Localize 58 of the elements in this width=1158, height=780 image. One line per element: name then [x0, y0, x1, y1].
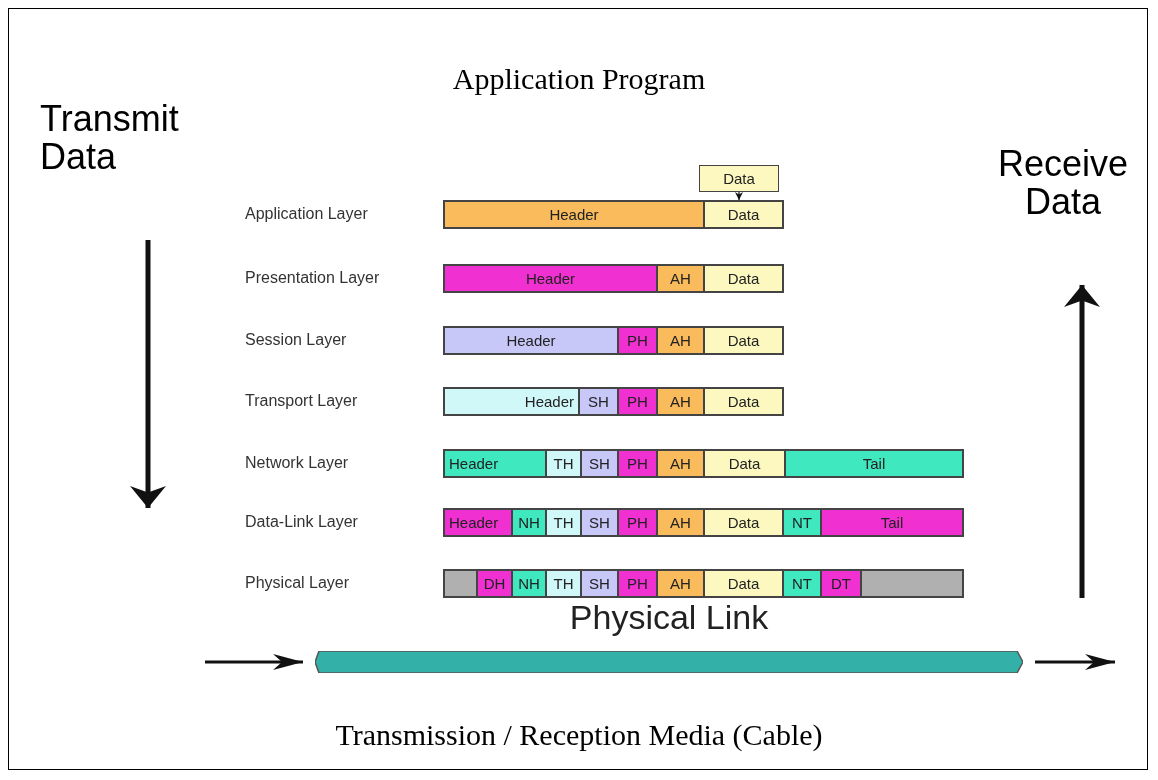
arrow: [205, 654, 303, 670]
packet-field: DH: [476, 569, 513, 598]
arrow: [735, 191, 743, 201]
packet-field: Data: [703, 264, 784, 293]
cable-drawing: [315, 651, 1023, 673]
packet-field: AH: [656, 449, 705, 478]
packet-field: AH: [656, 387, 705, 416]
packet-field: Tail: [820, 508, 964, 537]
direction-label: Receive Data: [996, 145, 1130, 221]
packet-field: SH: [580, 508, 619, 537]
link-label: Physical Link: [569, 598, 769, 637]
layer-label: Physical Layer: [245, 574, 350, 592]
packet-field: Data: [703, 449, 786, 478]
title: Application Program: [452, 62, 706, 96]
packet-field: Header: [443, 508, 513, 537]
packet-field: NH: [511, 569, 547, 598]
packet-field: Data: [703, 569, 784, 598]
layer-label: Network Layer: [245, 454, 349, 472]
packet-field: Data: [699, 165, 779, 192]
packet-field: Data: [703, 326, 784, 355]
packet-field: TH: [545, 508, 582, 537]
layer-label: Application Layer: [245, 205, 368, 223]
packet-field: Header: [443, 449, 547, 478]
packet-field: SH: [580, 449, 619, 478]
packet-field: Header: [443, 326, 619, 355]
packet-field: PH: [617, 387, 658, 416]
padding-field: [860, 569, 964, 598]
packet-field: PH: [617, 326, 658, 355]
packet-field: AH: [656, 569, 705, 598]
packet-field: DT: [820, 569, 862, 598]
packet-field: Header: [443, 200, 705, 229]
layer-label: Session Layer: [245, 331, 347, 349]
layer-label: Data-Link Layer: [245, 513, 358, 531]
arrow: [1035, 654, 1115, 670]
layer-label: Transport Layer: [245, 392, 358, 410]
packet-field: Data: [703, 508, 784, 537]
packet-field: PH: [617, 449, 658, 478]
packet-field: PH: [617, 569, 658, 598]
packet-field: Data: [703, 387, 784, 416]
packet-field: AH: [656, 264, 705, 293]
packet-field: NT: [782, 508, 822, 537]
packet-field: Tail: [784, 449, 964, 478]
layer-label: Presentation Layer: [245, 269, 380, 287]
packet-field: TH: [545, 569, 582, 598]
padding-field: [443, 569, 478, 598]
packet-field: AH: [656, 326, 705, 355]
direction-label: Transmit Data: [40, 100, 180, 176]
packet-field: NT: [782, 569, 822, 598]
packet-field: PH: [617, 508, 658, 537]
packet-field: SH: [578, 387, 619, 416]
packet-field: Data: [703, 200, 784, 229]
packet-field: AH: [656, 508, 705, 537]
packet-field: SH: [580, 569, 619, 598]
packet-field: NH: [511, 508, 547, 537]
packet-field: Header: [443, 264, 658, 293]
packet-field: Header: [443, 387, 580, 416]
caption: Transmission / Reception Media (Cable): [335, 718, 823, 752]
packet-field: TH: [545, 449, 582, 478]
